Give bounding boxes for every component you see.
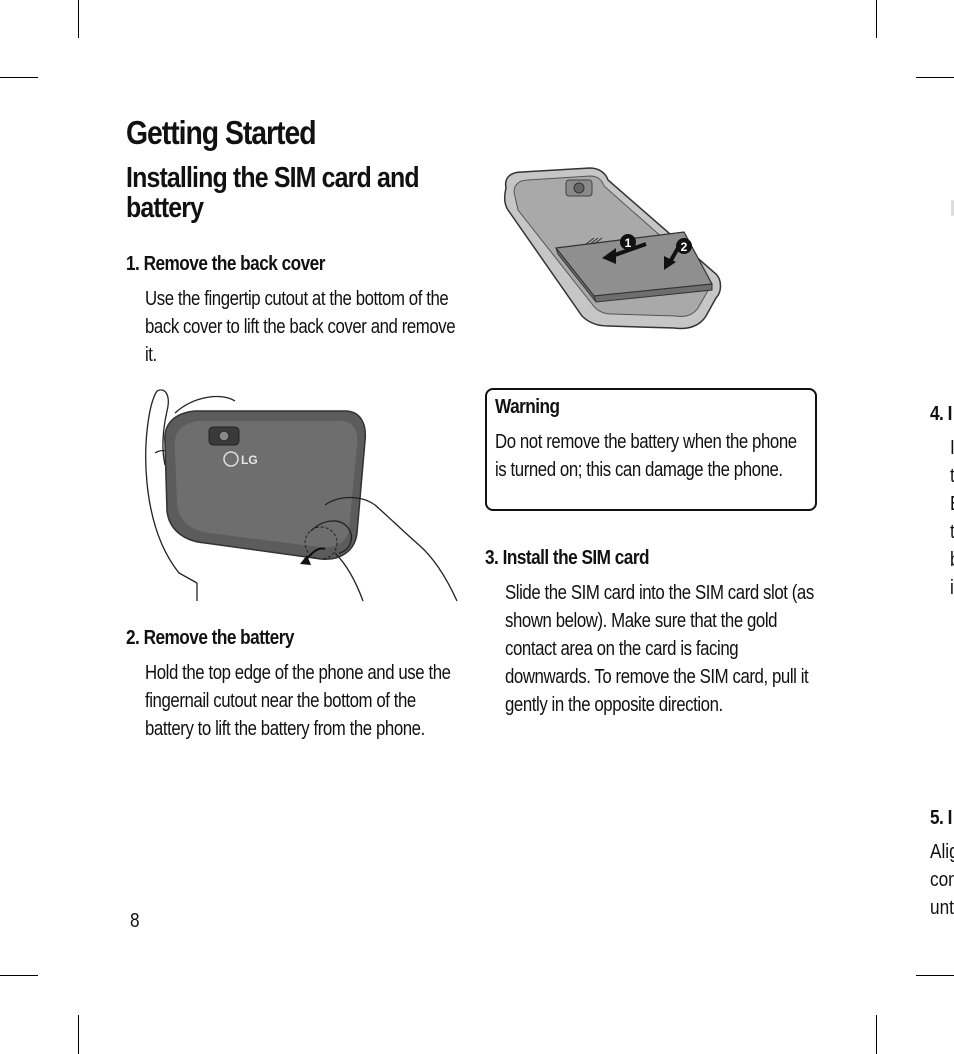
edge-line: unt [930, 897, 954, 919]
crop-mark [78, 0, 79, 38]
step-marker-1 [620, 234, 636, 250]
edge-step-5-title: 5. I [930, 807, 952, 829]
step-1-title: 1. Remove the back cover [126, 253, 325, 275]
warning-box: Warning Do not remove the battery when t… [485, 388, 817, 511]
step-2-title: 2. Remove the battery [126, 627, 294, 649]
edge-line: t [950, 518, 954, 546]
page-number: 8 [130, 910, 140, 932]
step-2-body: Hold the top edge of the phone and use t… [145, 662, 451, 740]
step-marker-2 [676, 238, 692, 254]
crop-mark [0, 77, 38, 78]
crop-mark [876, 0, 877, 38]
remove-back-cover-illustration: LG [145, 389, 458, 602]
crop-mark [78, 1015, 79, 1054]
marker-2-label: 2 [681, 240, 688, 254]
warning-body: Do not remove the battery when the phone… [495, 431, 797, 481]
crop-mark [0, 975, 38, 976]
step-3-title: 3. Install the SIM card [485, 547, 650, 569]
edge-line: I [950, 434, 954, 462]
crop-mark [876, 1015, 877, 1054]
step-1-body: Use the fingertip cutout at the bottom o… [145, 288, 456, 366]
edge-line: E [950, 490, 954, 518]
remove-battery-illustration: 1 2 [503, 167, 722, 330]
edge-line: Alig [930, 841, 954, 863]
page-title: Getting Started [126, 114, 317, 151]
warning-title: Warning [495, 396, 560, 418]
marker-1-label: 1 [625, 236, 632, 250]
step-3-body: Slide the SIM card into the SIM card slo… [505, 582, 814, 716]
phone-logo: LG [241, 453, 258, 467]
edge-mark [951, 200, 954, 216]
crop-mark [916, 975, 954, 976]
crop-mark [916, 77, 954, 78]
section-title: Installing the SIM card and battery [126, 162, 420, 224]
lg-logo-icon [223, 451, 239, 467]
edge-line: con [930, 869, 954, 891]
edge-line: b [950, 546, 954, 574]
edge-line: i [950, 577, 954, 599]
edge-line: t [950, 462, 954, 490]
edge-step-4-title: 4. I [930, 403, 952, 425]
